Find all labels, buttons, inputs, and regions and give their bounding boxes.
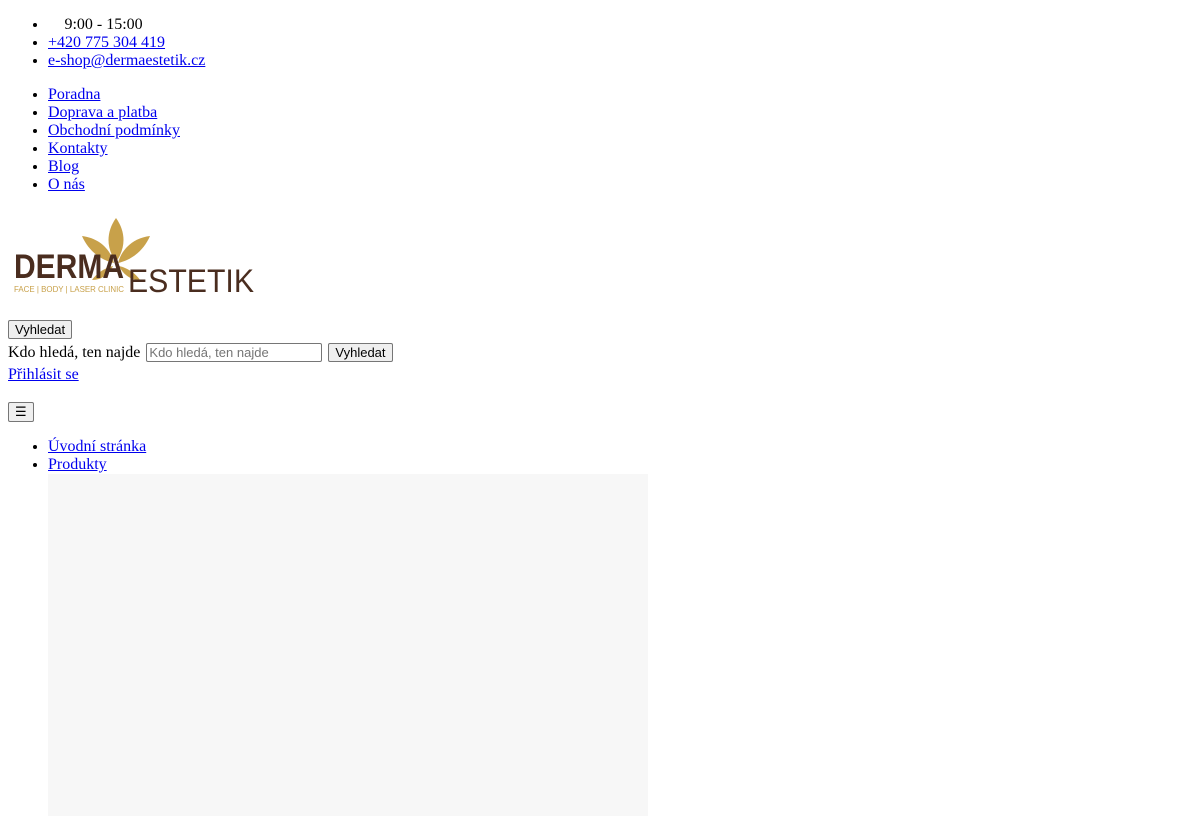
nav-link-home[interactable]: Úvodní stránka [48, 438, 146, 455]
link-doprava-a-platba[interactable]: Doprava a platba [48, 104, 158, 121]
logo-row: DERMA ESTETIK FACE | BODY | LASER CLINIC [0, 210, 1200, 320]
contact-phone: +420 775 304 419 [48, 34, 1200, 52]
nav-link-products[interactable]: Produkty [48, 456, 107, 473]
leaf-icon [82, 218, 150, 280]
search-input[interactable] [146, 343, 323, 362]
search-label: Kdo hledá, ten najde [8, 344, 141, 361]
contact-hours:  9:00 - 15:00 [48, 16, 1200, 34]
contact-list:  9:00 - 15:00 +420 775 304 419 e-shop@d… [0, 16, 1200, 70]
link-obchodni-podminky[interactable]: Obchodní podmínky [48, 122, 180, 139]
hero-banner-placeholder [48, 474, 648, 816]
nav-item: Produkty [48, 456, 1200, 474]
clock-icon:  [48, 16, 60, 33]
info-link-item: Poradna [48, 86, 1200, 104]
cart-icon[interactable]:  [8, 384, 20, 401]
info-links: Poradna Doprava a platba Obchodní podmín… [0, 86, 1200, 194]
logo-derma: DERMA [14, 248, 124, 286]
info-link-item: Doprava a platba [48, 104, 1200, 122]
info-link-item: Blog [48, 158, 1200, 176]
info-link-item: O nás [48, 176, 1200, 194]
link-blog[interactable]: Blog [48, 158, 80, 175]
nav-item: Úvodní stránka [48, 438, 1200, 456]
header-top:  9:00 - 15:00 +420 775 304 419 e-shop@d… [0, 0, 1200, 194]
cart-row:  [0, 384, 1200, 402]
link-kontakty[interactable]: Kontakty [48, 140, 108, 157]
logo-tagline: FACE | BODY | LASER CLINIC [14, 285, 124, 294]
search-toggle-row: Vyhledat [0, 320, 1200, 339]
search-submit-button[interactable]: Vyhledat [328, 343, 393, 362]
link-poradna[interactable]: Poradna [48, 86, 101, 103]
main-nav: Úvodní stránka Produkty [0, 438, 1200, 474]
login-link[interactable]: Přihlásit se [8, 366, 79, 383]
info-link-item: Obchodní podmínky [48, 122, 1200, 140]
menu-row: ☰ [0, 402, 1200, 422]
logo-estetik: ESTETIK [128, 263, 254, 299]
menu-toggle-button[interactable]: ☰ [8, 402, 34, 422]
email-link[interactable]: e-shop@dermaestetik.cz [48, 52, 206, 69]
search-toggle-button[interactable]: Vyhledat [8, 320, 73, 339]
contact-email: e-shop@dermaestetik.cz [48, 52, 1200, 70]
site-logo[interactable]: DERMA ESTETIK FACE | BODY | LASER CLINIC [8, 214, 258, 304]
search-form: Kdo hledá, ten najde Vyhledat [0, 343, 1200, 362]
dermaestetik-logo-image: DERMA ESTETIK FACE | BODY | LASER CLINIC [14, 218, 254, 299]
opening-hours: 9:00 - 15:00 [48, 16, 142, 33]
phone-link[interactable]: +420 775 304 419 [48, 34, 166, 51]
link-o-nas[interactable]: O nás [48, 176, 85, 193]
login-row: Přihlásit se [0, 366, 1200, 384]
info-link-item: Kontakty [48, 140, 1200, 158]
